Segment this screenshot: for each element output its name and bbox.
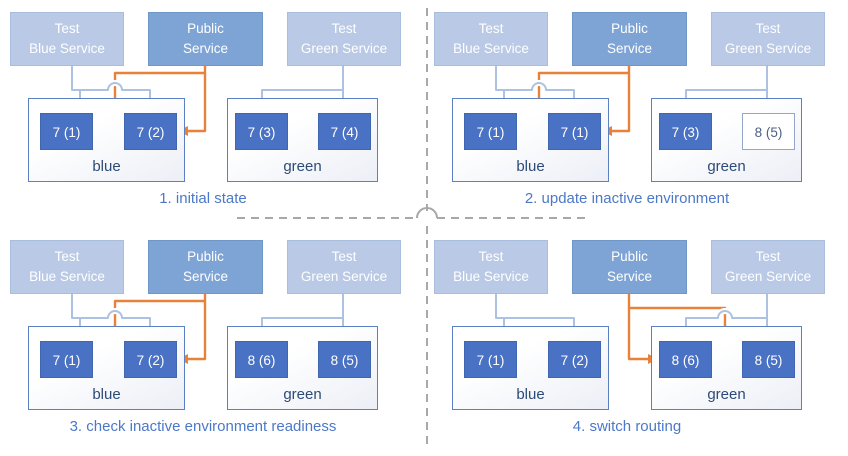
version-box-blue-1: 7 (1): [464, 113, 517, 150]
test-green-service-box: Test Green Service: [287, 12, 401, 66]
version-box-green-1: 8 (6): [235, 341, 288, 378]
version-box-green-2: 8 (5): [742, 113, 795, 150]
panel-initial-state: Test Blue Service Public Service Test Gr…: [0, 0, 424, 228]
version-box-green-2: 8 (5): [742, 341, 795, 378]
version-box-green-2: 7 (4): [318, 113, 371, 150]
version-box-green-1: 8 (6): [659, 341, 712, 378]
service-label-line: Test: [478, 20, 504, 36]
version-box-blue-2: 7 (2): [548, 341, 601, 378]
service-label-line: Green Service: [724, 41, 812, 56]
test-green-service-box: Test Green Service: [711, 12, 825, 66]
version-box-blue-1: 7 (1): [464, 341, 517, 378]
test-blue-service-box: Test Blue Service: [10, 240, 124, 294]
environment-label: blue: [516, 386, 545, 403]
service-label-line: Blue Service: [453, 269, 529, 284]
environment-label: green: [283, 158, 322, 175]
environment-label: blue: [516, 158, 545, 175]
service-label-line: Public: [187, 20, 224, 36]
service-label-line: Test: [54, 248, 80, 264]
service-label-line: Green Service: [300, 269, 388, 284]
public-service-box: Public Service: [148, 240, 263, 294]
version-box-green-1: 7 (3): [235, 113, 288, 150]
service-label-line: Green Service: [724, 269, 812, 284]
environment-label: blue: [92, 158, 121, 175]
service-label-line: Service: [182, 41, 228, 56]
environment-label: blue: [92, 386, 121, 403]
version-box-green-2: 8 (5): [318, 341, 371, 378]
panel-switch-routing: Test Blue Service Public Service Test Gr…: [424, 228, 848, 456]
environment-label: green: [707, 386, 746, 403]
test-green-service-box: Test Green Service: [711, 240, 825, 294]
version-box-blue-2: 7 (1): [548, 113, 601, 150]
test-blue-service-box: Test Blue Service: [434, 12, 548, 66]
service-label-line: Test: [755, 20, 781, 36]
environment-label: green: [283, 386, 322, 403]
version-box-green-1: 7 (3): [659, 113, 712, 150]
service-label-line: Service: [606, 41, 652, 56]
public-service-box: Public Service: [572, 12, 687, 66]
step-caption: 4. switch routing: [572, 418, 682, 435]
public-service-box: Public Service: [148, 12, 263, 66]
service-label-line: Test: [478, 248, 504, 264]
service-label-line: Test: [755, 248, 781, 264]
service-label-line: Green Service: [300, 41, 388, 56]
version-box-blue-2: 7 (2): [124, 341, 177, 378]
test-blue-service-box: Test Blue Service: [10, 12, 124, 66]
service-label-line: Blue Service: [29, 269, 105, 284]
service-label-line: Test: [54, 20, 80, 36]
test-blue-service-box: Test Blue Service: [434, 240, 548, 294]
test-green-service-box: Test Green Service: [287, 240, 401, 294]
service-label-line: Test: [331, 20, 357, 36]
service-label-line: Blue Service: [29, 41, 105, 56]
environment-label: green: [707, 158, 746, 175]
panel-update-inactive-environment: Test Blue Service Public Service Test Gr…: [424, 0, 848, 228]
version-box-blue-2: 7 (2): [124, 113, 177, 150]
service-label-line: Public: [611, 248, 648, 264]
service-label-line: Service: [606, 269, 652, 284]
service-label-line: Test: [331, 248, 357, 264]
service-label-line: Blue Service: [453, 41, 529, 56]
step-caption: 2. update inactive environment: [524, 190, 730, 207]
public-service-box: Public Service: [572, 240, 687, 294]
panel-check-inactive-environment-readiness: Test Blue Service Public Service Test Gr…: [0, 228, 424, 456]
version-box-blue-1: 7 (1): [40, 113, 93, 150]
version-box-blue-1: 7 (1): [40, 341, 93, 378]
service-label-line: Public: [611, 20, 648, 36]
service-label-line: Service: [182, 269, 228, 284]
step-caption: 1. initial state: [159, 190, 247, 207]
service-label-line: Public: [187, 248, 224, 264]
step-caption: 3. check inactive environment readiness: [69, 418, 337, 435]
